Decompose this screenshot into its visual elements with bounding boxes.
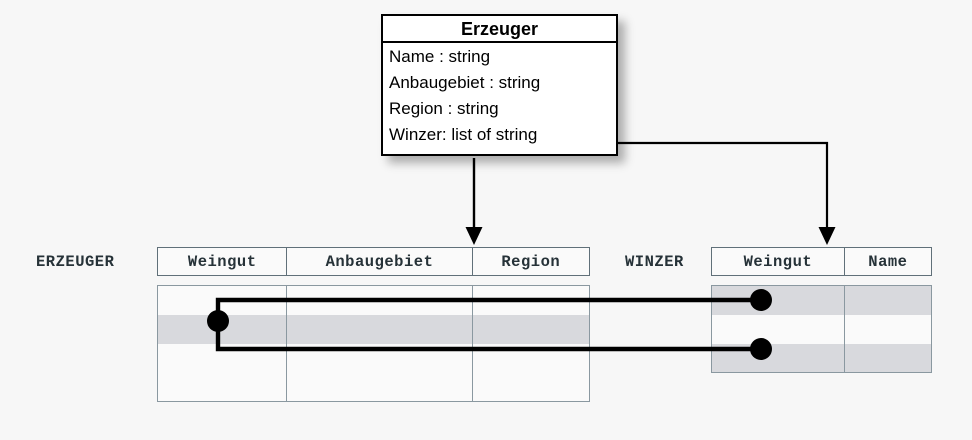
table-cell-weingut	[158, 315, 288, 344]
table-row[interactable]	[712, 286, 931, 315]
column-header-weingut: Weingut	[158, 248, 288, 275]
uml-class-title: Erzeuger	[383, 16, 616, 43]
table-label-erzeuger: ERZEUGER	[36, 253, 115, 271]
uml-attribute-name: Name : string	[389, 47, 491, 66]
table-cell-name	[845, 344, 931, 372]
table-label-winzer: WINZER	[625, 253, 684, 271]
uml-class-erzeuger[interactable]: Erzeuger Name : string Anbaugebiet : str…	[381, 14, 618, 156]
erzeuger-mapping-arrow-icon	[465, 158, 483, 245]
table-cell-anbaugebiet	[287, 373, 473, 401]
table-row[interactable]	[158, 315, 589, 344]
table-row[interactable]	[712, 344, 931, 372]
table-row[interactable]	[158, 344, 589, 373]
table-cell-anbaugebiet	[287, 286, 473, 315]
table-cell-region	[473, 344, 589, 373]
table-cell-region	[473, 286, 589, 315]
table-cell-anbaugebiet	[287, 344, 473, 373]
table-header-erzeuger: Weingut Anbaugebiet Region	[157, 247, 590, 276]
column-header-anbaugebiet: Anbaugebiet	[287, 248, 473, 275]
table-cell-weingut	[158, 344, 288, 373]
table-cell-weingut	[712, 286, 845, 315]
table-row[interactable]	[712, 315, 931, 344]
table-cell-name	[845, 286, 931, 315]
table-body-winzer	[711, 285, 932, 373]
winzer-mapping-arrow-icon	[612, 141, 836, 245]
table-row[interactable]	[158, 286, 589, 315]
uml-attribute-region: Region : string	[389, 99, 499, 118]
table-cell-name	[845, 315, 931, 344]
column-header-name: Name	[868, 252, 908, 271]
table-cell-region	[473, 315, 589, 344]
uml-attribute-list: Name : string Anbaugebiet : string Regio…	[383, 43, 616, 148]
uml-attribute-winzer: Winzer: list of string	[389, 125, 538, 144]
table-body-erzeuger	[157, 285, 590, 402]
table-cell-weingut	[712, 344, 845, 372]
table-cell-weingut	[712, 315, 845, 344]
table-cell-weingut	[158, 286, 288, 315]
column-header-weingut: Weingut	[712, 248, 845, 275]
uml-attribute-anbaugebiet: Anbaugebiet : string	[389, 73, 541, 92]
column-header-region: Region	[501, 252, 561, 271]
table-cell-weingut	[158, 373, 288, 401]
table-row[interactable]	[158, 373, 589, 401]
table-header-winzer: Weingut Name	[711, 247, 932, 276]
table-cell-anbaugebiet	[287, 315, 473, 344]
table-cell-region	[473, 373, 589, 401]
